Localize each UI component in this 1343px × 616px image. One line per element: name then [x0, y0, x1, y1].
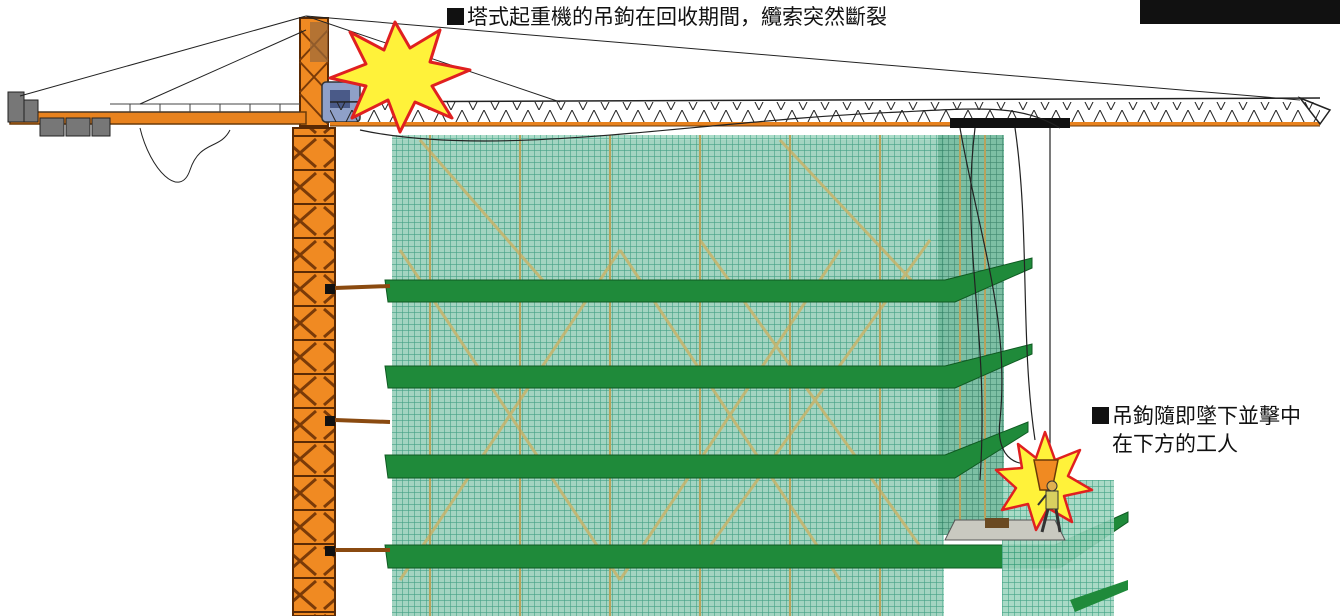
worker-figure: [1037, 480, 1062, 533]
lower-wing-platform: [1070, 580, 1128, 612]
caption-cable-snapped: 塔式起重機的吊鉤在回收期間，纜索突然斷裂: [447, 3, 887, 31]
mast-body: [292, 127, 336, 616]
caption-right-line1: 吊鉤隨即墜下並擊中: [1092, 402, 1301, 430]
counterweights: [7, 91, 111, 137]
pendant-ropes: [19, 15, 1301, 183]
building: [384, 135, 1129, 616]
corner-label: [1140, 0, 1340, 24]
snapped-cable: [359, 108, 1061, 481]
catch-platforms: [384, 257, 1129, 569]
black-square-bullet-icon: [447, 8, 464, 25]
hook-impact-burst-icon: [994, 430, 1094, 533]
mast-ties: [334, 284, 391, 552]
deck-box: [985, 518, 1009, 528]
black-square-bullet-icon: [1092, 407, 1109, 424]
explosion-burst-icon: [328, 20, 472, 134]
caption-right-line2: 在下方的工人: [1112, 432, 1238, 456]
main-jib-truss: [330, 102, 1320, 124]
caption-worker-struck: 吊鉤隨即墜下並擊中 在下方的工人: [1092, 402, 1301, 458]
crane-jib: [7, 15, 1332, 481]
caption-top-text: 塔式起重機的吊鉤在回收期間，纜索突然斷裂: [467, 5, 887, 29]
trolley: [950, 118, 1070, 128]
jib-burst: [328, 20, 472, 134]
